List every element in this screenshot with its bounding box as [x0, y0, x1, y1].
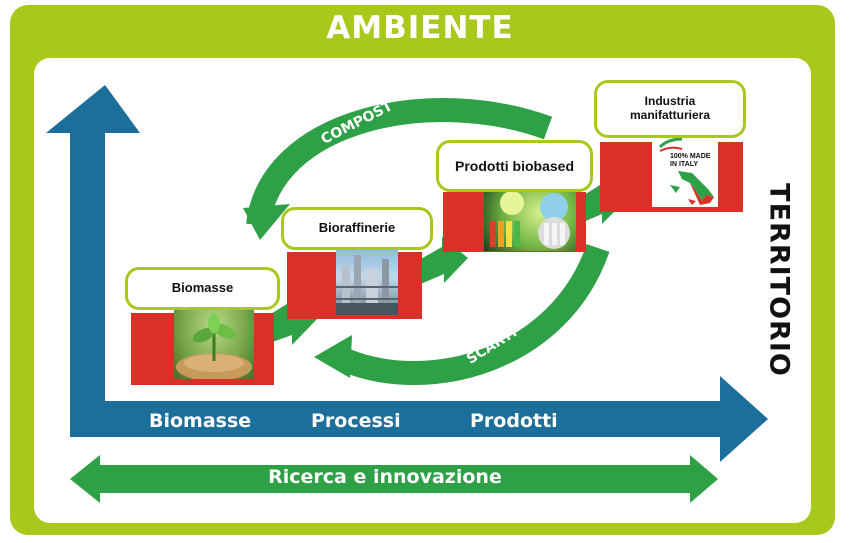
compost-arc: [246, 98, 553, 227]
made-in-italy-badge: 100% MADE IN ITALY: [652, 137, 718, 207]
scarti-arrowhead: [314, 335, 352, 378]
research-innovation-label: Ricerca e innovazione: [268, 466, 502, 488]
diagram-title: AMBIENTE: [326, 10, 514, 46]
research-innovation-arrow: [70, 455, 718, 503]
biobased-products-photo: [484, 187, 576, 251]
step-label-biomasse: Biomasse: [125, 267, 280, 310]
seedling-in-pellets-photo: [174, 303, 254, 379]
value-axis-arrow: [46, 85, 140, 437]
axis-label-processi: Processi: [311, 410, 401, 432]
step-label-prodotti-biobased: Prodotti biobased: [436, 140, 593, 192]
scarti-arc: [340, 243, 610, 385]
made-in-italy-text: 100% MADE IN ITALY: [670, 153, 711, 168]
biorefinery-plant-photo: [336, 247, 398, 315]
step-label-bioraffinerie: Bioraffinerie: [281, 207, 433, 250]
compost-arrowhead: [243, 204, 290, 240]
process-axis-arrow: [70, 376, 768, 462]
step-label-industria: Industria manifatturiera: [594, 80, 746, 138]
value-axis-label: VALORE: [49, 250, 71, 340]
axis-label-prodotti: Prodotti: [470, 410, 558, 432]
territory-label: TERRITORIO: [763, 183, 795, 377]
axis-label-biomasse: Biomasse: [149, 410, 252, 432]
